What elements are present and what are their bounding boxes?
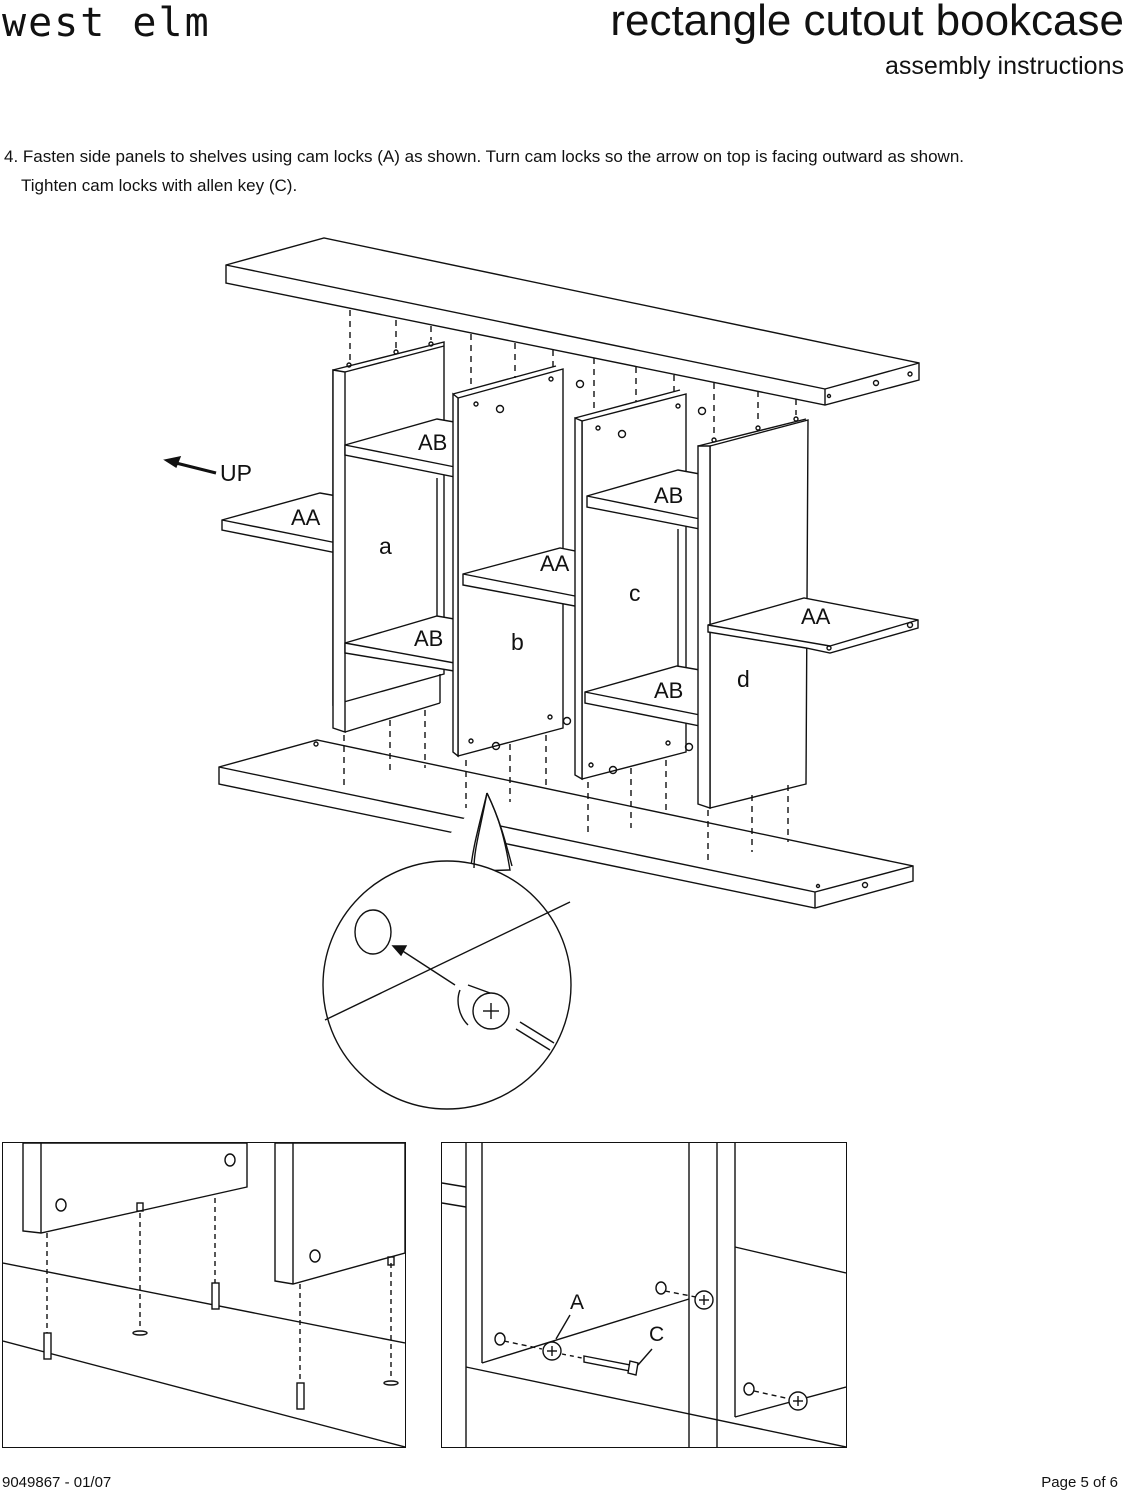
step-line-2: Tighten cam locks with allen key (C). — [21, 176, 298, 195]
inset-dowels — [2, 1142, 406, 1448]
shelf-label-ab-3: AB — [654, 483, 683, 508]
page-number: Page 5 of 6 — [1041, 1474, 1118, 1491]
panel-c — [574, 389, 707, 781]
panel-b — [452, 365, 585, 758]
dowel-guides-bottom — [343, 710, 789, 865]
panel-label-b: b — [511, 629, 524, 655]
inset-dowels-drawing — [3, 1143, 405, 1447]
panel-a — [332, 341, 461, 733]
label-allen-key-c: C — [649, 1323, 665, 1346]
dowel-guides-top — [349, 310, 797, 436]
assembly-diagram — [163, 237, 920, 1110]
panel-label-a: a — [379, 533, 392, 559]
label-cam-lock-a: A — [570, 1291, 585, 1314]
document-title: rectangle cutout bookcase — [610, 0, 1124, 45]
panel-label-d: d — [737, 666, 750, 692]
cam-lock-detail-callout — [322, 792, 572, 1110]
step-instructions: 4. Fasten side panels to shelves using c… — [4, 142, 1114, 200]
shelf-label-aa-2: AA — [540, 551, 570, 576]
document-code: 9049867 - 01/07 — [2, 1474, 112, 1491]
step-line-1: 4. Fasten side panels to shelves using c… — [4, 147, 965, 166]
shelf-label-ab-1: AB — [418, 430, 447, 455]
shelf-label-aa-1: AA — [291, 505, 321, 530]
shelf-label-ab-4: AB — [654, 678, 683, 703]
up-arrow — [163, 456, 217, 475]
shelf-label-aa-3: AA — [801, 604, 831, 629]
up-label: UP — [220, 460, 252, 486]
inset-cam-locks: A C — [441, 1142, 847, 1448]
shelf-label-ab-2: AB — [414, 626, 443, 651]
panel-label-c: c — [629, 580, 641, 606]
document-subtitle: assembly instructions — [885, 52, 1124, 80]
diagram-labels: UP AB AA AB AA AB AA AB a b c d — [220, 430, 831, 703]
brand-logo: west elm — [2, 0, 211, 46]
bottom-board — [218, 739, 914, 909]
inset-cam-locks-drawing — [442, 1143, 846, 1447]
top-board — [225, 237, 920, 406]
